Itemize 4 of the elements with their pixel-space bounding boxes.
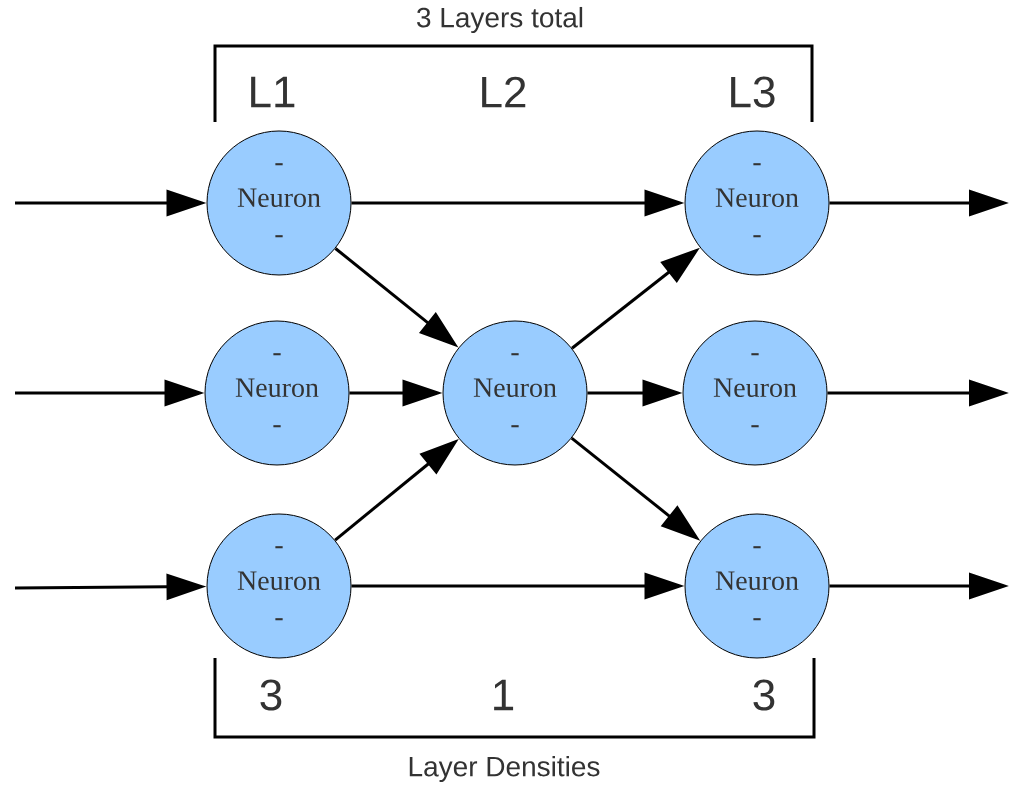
density-label: 1 [494,679,514,711]
layer-label: L2 [482,76,526,108]
caption: Layer Densities [409,755,600,783]
title: 3 Layers total [417,6,583,34]
